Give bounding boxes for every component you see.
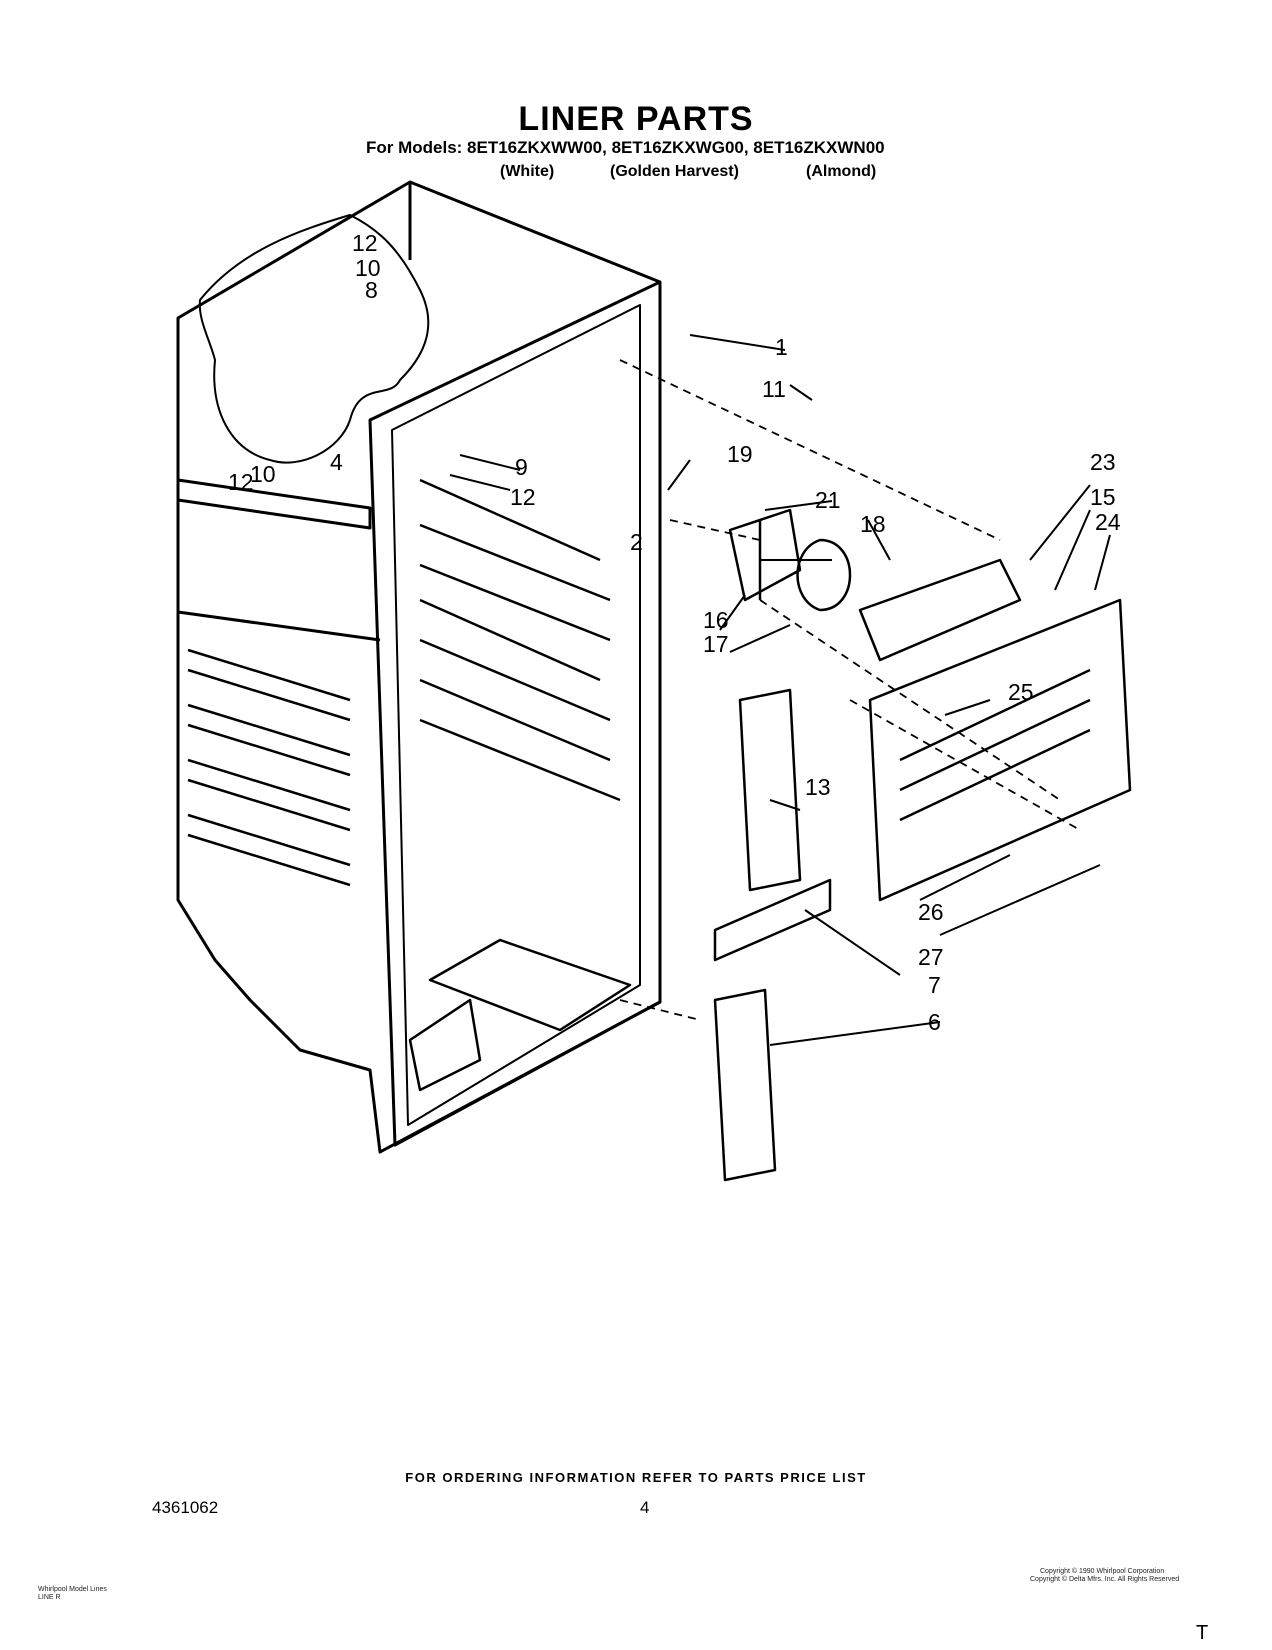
ordering-note: FOR ORDERING INFORMATION REFER TO PARTS … (405, 1470, 867, 1485)
part-6-panel (713, 988, 777, 1182)
part-label-1: 1 (775, 334, 788, 360)
color-golden-harvest: (Golden Harvest) (610, 163, 739, 180)
part-label-12-top: 12 (352, 230, 378, 256)
part-label-4: 4 (330, 449, 343, 475)
part-label-6: 6 (928, 1009, 941, 1035)
side-ribs (187, 648, 351, 887)
part-7-bracket (713, 878, 832, 962)
part-label-7: 7 (928, 972, 941, 998)
insulation-cutaway (198, 214, 430, 464)
part-label-2: 2 (630, 529, 643, 555)
cabinet-band-lower (177, 610, 381, 642)
part-label-10-left: 10 (250, 461, 276, 487)
part-label-12-left: 12 (228, 469, 254, 495)
part-label-27: 27 (918, 944, 944, 970)
page-title: LINER PARTS (518, 100, 754, 138)
color-white: (White) (500, 163, 555, 180)
corner-mark: T (1196, 1622, 1209, 1644)
part-label-17: 17 (703, 631, 729, 657)
part-label-15: 15 (1090, 484, 1116, 510)
fine-print-right-2: Copyright © Delta Mfrs. Inc. All Rights … (1030, 1576, 1180, 1583)
part-label-26: 26 (918, 899, 944, 925)
part-13-duct (738, 688, 802, 892)
front-frame-outer (368, 280, 662, 1147)
part-label-24: 24 (1095, 509, 1121, 535)
part-label-18: 18 (860, 511, 886, 537)
leader-dashes (619, 359, 1081, 1021)
fine-print-left-2: LINE R (38, 1594, 61, 1601)
part-label-23: 23 (1090, 449, 1116, 475)
color-almond: (Almond) (806, 163, 877, 180)
models-line: For Models: 8ET16ZKXWW00, 8ET16ZKXWG00, … (366, 138, 885, 157)
document-number: 4361062 (152, 1498, 219, 1517)
part-label-13: 13 (805, 774, 831, 800)
evaporator-cover (868, 598, 1132, 902)
front-frame-inner (391, 304, 641, 1126)
part-label-8: 8 (365, 277, 378, 303)
cabinet-band (177, 478, 372, 530)
part-label-12-shelf: 12 (510, 484, 536, 510)
page-number: 4 (640, 1498, 650, 1517)
cabinet-shell (176, 180, 662, 1154)
part-label-9: 9 (515, 454, 528, 480)
grille (858, 558, 1022, 662)
fine-print-left-1: Whirlpool Model Lines (38, 1586, 107, 1593)
part-label-21: 21 (815, 487, 841, 513)
fine-print-right-1: Copyright © 1990 Whirlpool Corporation (1040, 1568, 1165, 1575)
part-label-10-top: 10 (355, 255, 381, 281)
leader-lines (449, 334, 1111, 1046)
part-label-16: 16 (703, 607, 729, 633)
part-label-19: 19 (727, 441, 753, 467)
floor-pan (408, 938, 632, 1092)
part-label-11: 11 (762, 376, 786, 402)
shelf-rails (419, 478, 621, 802)
part-label-25: 25 (1008, 679, 1034, 705)
